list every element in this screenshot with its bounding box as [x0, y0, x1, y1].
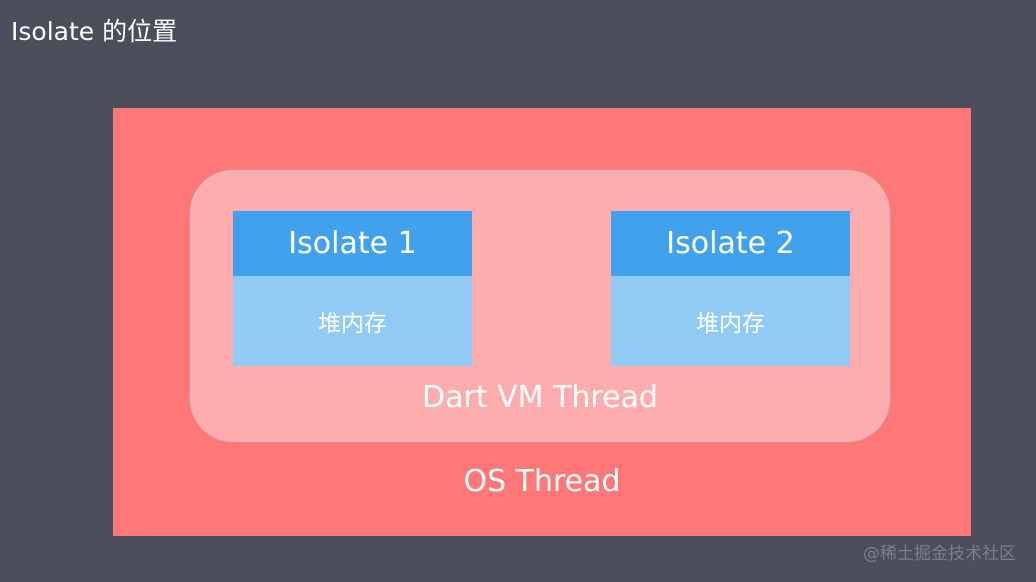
isolate-1-heap-memory: 堆内存 — [233, 276, 472, 366]
dart-vm-thread-box: Isolate 1 堆内存 Isolate 2 堆内存 Dart VM Thre… — [189, 169, 891, 443]
slide-title: Isolate 的位置 — [11, 17, 178, 46]
os-thread-box: Isolate 1 堆内存 Isolate 2 堆内存 Dart VM Thre… — [113, 108, 971, 536]
isolate-2-header: Isolate 2 — [611, 211, 850, 276]
isolate-1-header: Isolate 1 — [233, 211, 472, 276]
os-thread-label: OS Thread — [463, 464, 621, 499]
isolate-2-box: Isolate 2 堆内存 — [611, 211, 850, 366]
dart-vm-thread-label: Dart VM Thread — [422, 380, 658, 415]
watermark: @稀土掘金技术社区 — [863, 544, 1016, 564]
isolate-2-heap-memory: 堆内存 — [611, 276, 850, 366]
isolate-1-box: Isolate 1 堆内存 — [233, 211, 472, 366]
